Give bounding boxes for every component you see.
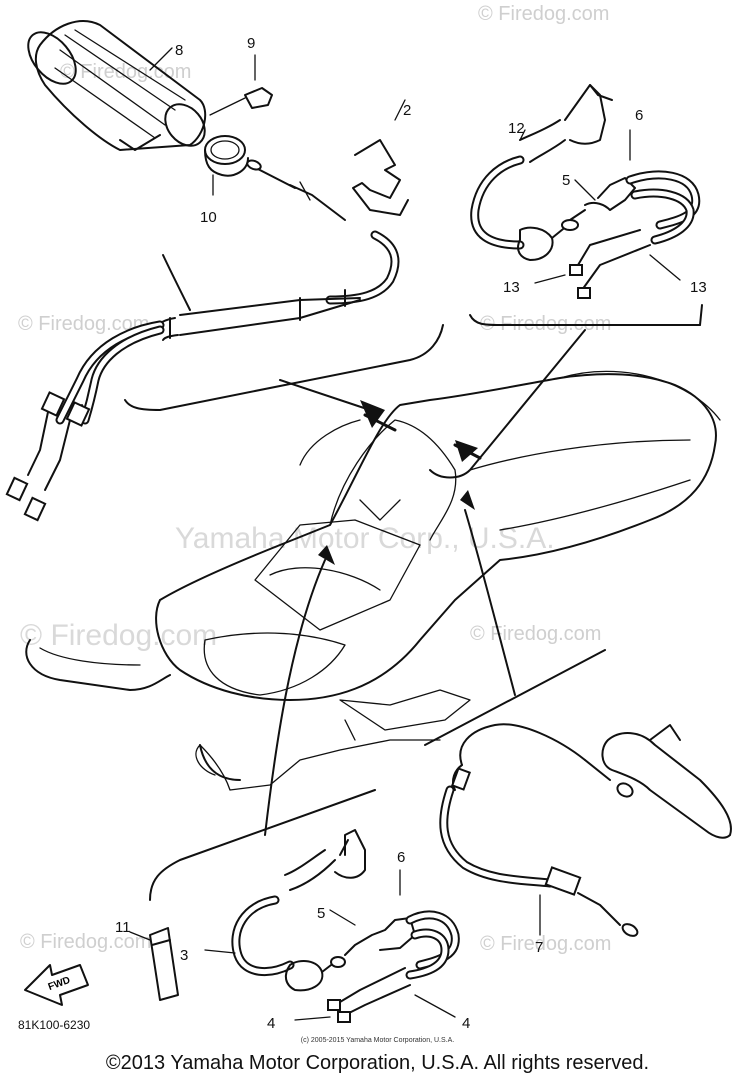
part-2-clip bbox=[352, 99, 409, 216]
part-9-screw bbox=[209, 54, 273, 116]
callout-3: 3 bbox=[180, 947, 188, 964]
callout-8: 8 bbox=[175, 42, 183, 59]
watermark-left: © Firedog.com bbox=[18, 313, 149, 335]
lower-switch-assembly bbox=[204, 829, 460, 1023]
watermark-big: © Firedog.com bbox=[20, 619, 217, 652]
part-7-brake-cable bbox=[439, 723, 732, 937]
watermark-center: Yamaha Motor Corp., U.S.A. bbox=[175, 522, 555, 555]
part-10-collar bbox=[204, 135, 249, 196]
callout-4-left: 4 bbox=[267, 1015, 275, 1032]
callout-5-top: 5 bbox=[562, 172, 570, 189]
callout-13-left: 13 bbox=[503, 279, 520, 296]
callout-7: 7 bbox=[535, 939, 543, 956]
callout-9: 9 bbox=[247, 35, 255, 52]
callout-12: 12 bbox=[508, 120, 525, 137]
callout-5-bottom: 5 bbox=[317, 905, 325, 922]
small-copyright: (c) 2005-2015 Yamaha Motor Corporation, … bbox=[300, 1037, 455, 1044]
callout-11: 11 bbox=[115, 919, 131, 936]
part-11-key bbox=[129, 927, 179, 1001]
callout-labels: 8 9 2 10 12 6 5 13 13 6 5 11 3 7 4 4 bbox=[115, 35, 707, 1032]
part-1-throttle-cable bbox=[5, 159, 400, 522]
watermark-bottom-left: © Firedog.com bbox=[20, 931, 151, 953]
callout-2: 2 bbox=[403, 102, 411, 119]
callout-10: 10 bbox=[200, 209, 217, 226]
fwd-arrow: FWD bbox=[24, 964, 89, 1006]
upper-switch-assembly bbox=[470, 84, 701, 299]
watermark-mid-right: © Firedog.com bbox=[470, 623, 601, 645]
group-brackets bbox=[124, 254, 703, 901]
watermark-bottom-right: © Firedog.com bbox=[480, 933, 611, 955]
part-8-throttle-grip bbox=[27, 20, 207, 151]
snowmobile-illustration bbox=[25, 329, 721, 836]
copyright-notice: ©2013 Yamaha Motor Corporation, U.S.A. A… bbox=[105, 1052, 650, 1074]
callout-13-right: 13 bbox=[690, 279, 707, 296]
watermark-top-left: © Firedog.com bbox=[60, 61, 191, 83]
callout-4-right: 4 bbox=[462, 1015, 470, 1032]
callout-6-top: 6 bbox=[635, 107, 643, 124]
callout-6-bottom: 6 bbox=[397, 849, 405, 866]
watermark-top-right: © Firedog.com bbox=[478, 3, 609, 25]
fwd-label: FWD bbox=[47, 975, 72, 993]
part-number: 81K100-6230 bbox=[18, 1018, 91, 1032]
